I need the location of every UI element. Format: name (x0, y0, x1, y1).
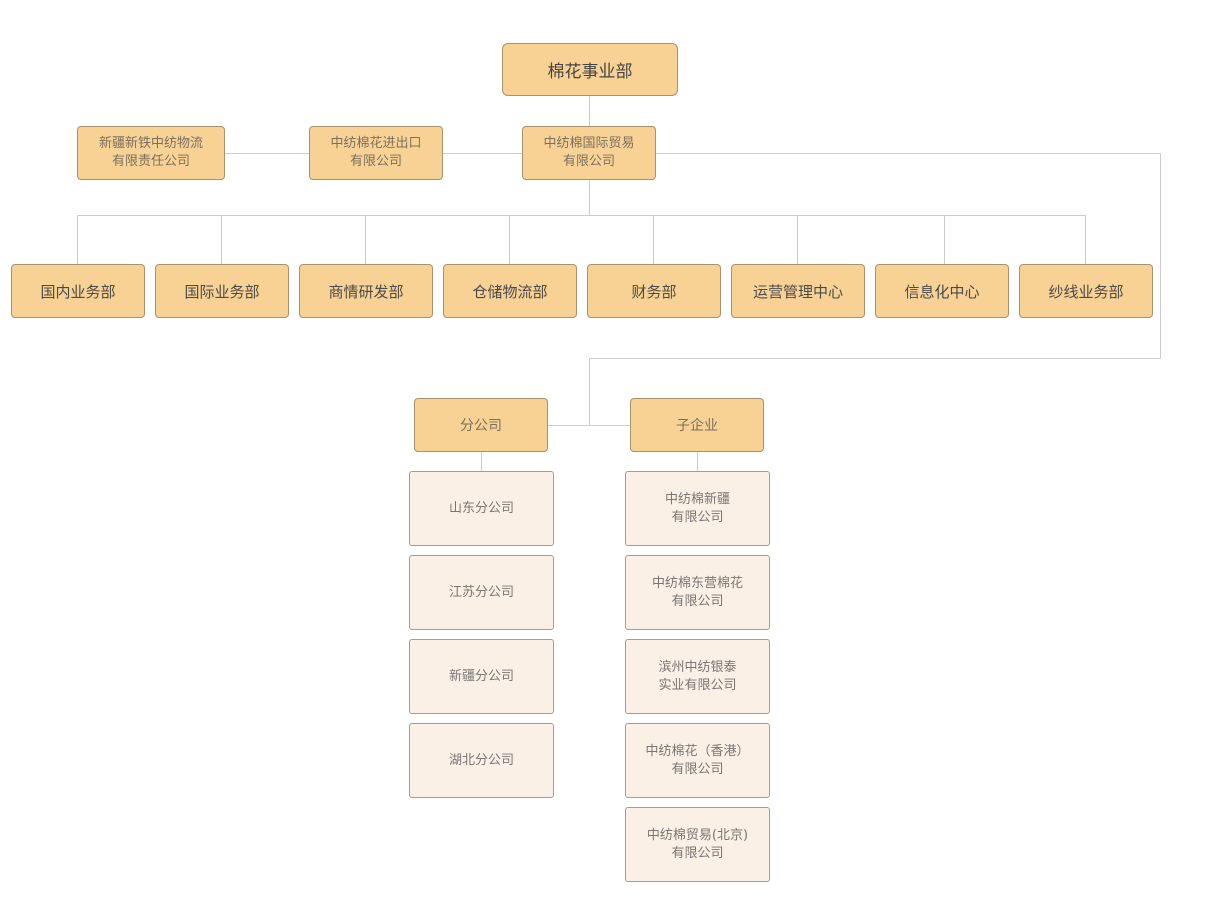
department-node: 财务部 (587, 264, 721, 318)
department-node: 纱线业务部 (1019, 264, 1153, 318)
company-node: 新疆新铁中纺物流 有限责任公司 (77, 126, 225, 180)
company-node: 中纺棉花进出口 有限公司 (309, 126, 443, 180)
subsidiary-node: 中纺棉东营棉花 有限公司 (625, 555, 770, 630)
subsidiary-node: 滨州中纺银泰 实业有限公司 (625, 639, 770, 714)
root-node: 棉花事业部 (502, 43, 678, 96)
subsidiary-group-node: 子企业 (630, 398, 764, 452)
department-node: 国内业务部 (11, 264, 145, 318)
branch-node: 江苏分公司 (409, 555, 554, 630)
department-node: 仓储物流部 (443, 264, 577, 318)
branch-group-node: 分公司 (414, 398, 548, 452)
subsidiary-node: 中纺棉新疆 有限公司 (625, 471, 770, 546)
department-node: 商情研发部 (299, 264, 433, 318)
branch-node: 山东分公司 (409, 471, 554, 546)
department-node: 信息化中心 (875, 264, 1009, 318)
branch-node: 湖北分公司 (409, 723, 554, 798)
department-node: 运营管理中心 (731, 264, 865, 318)
subsidiary-node: 中纺棉花（香港） 有限公司 (625, 723, 770, 798)
branch-node: 新疆分公司 (409, 639, 554, 714)
company-node: 中纺棉国际贸易 有限公司 (522, 126, 656, 180)
subsidiary-node: 中纺棉贸易(北京) 有限公司 (625, 807, 770, 882)
department-node: 国际业务部 (155, 264, 289, 318)
